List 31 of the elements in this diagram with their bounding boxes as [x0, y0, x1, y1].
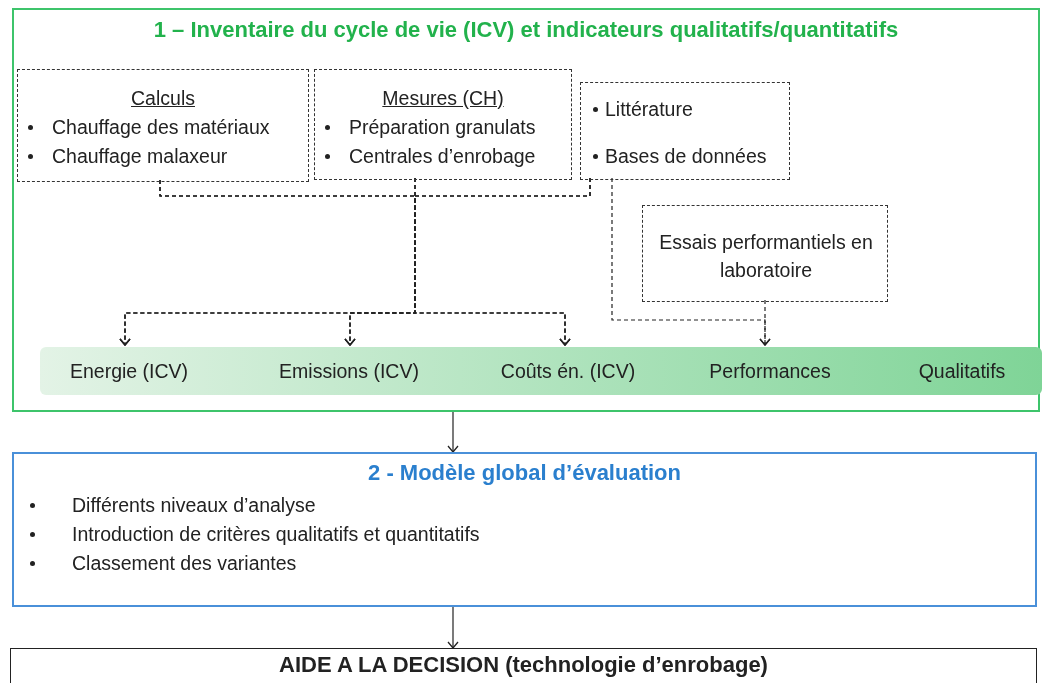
- section-title: 2 - Modèle global d’évaluation: [367, 462, 682, 484]
- indicator-label: Energie (ICV): [68, 360, 190, 382]
- arrow: [447, 411, 459, 453]
- bullet-item: Classement des variantes: [72, 552, 297, 574]
- bullet-item: Littérature: [605, 98, 693, 120]
- source-box: [314, 69, 572, 180]
- indicator-label: Emissions (ICV): [278, 360, 420, 382]
- bullet-item: Différents niveaux d’analyse: [72, 494, 316, 516]
- arrow: [759, 299, 771, 346]
- arrow: [447, 606, 459, 649]
- indicator-label: Qualitatifs: [917, 360, 1007, 382]
- source-box: [642, 205, 888, 302]
- bullet-item: Chauffage malaxeur: [52, 145, 228, 167]
- box-heading: Mesures (CH): [381, 87, 505, 109]
- source-box: [580, 82, 790, 180]
- bullet-item: Chauffage des matériaux: [52, 116, 270, 138]
- bullet-item: Préparation granulats: [349, 116, 536, 138]
- section-panel: [12, 8, 1040, 412]
- source-box: [17, 69, 309, 182]
- bullet-item: Introduction de critères qualitatifs et quantitatifs: [72, 523, 480, 545]
- model-panel: [12, 452, 1037, 607]
- section-title: 1 – Inventaire du cycle de vie (ICV) et indicateurs qualitatifs/quantitatifs: [152, 19, 900, 41]
- decision-box: [10, 648, 1037, 683]
- indicator-label: Coûts én. (ICV): [499, 360, 637, 382]
- box-heading: Calculs: [130, 87, 196, 109]
- indicator-band: [40, 347, 1042, 395]
- box-text: Essais performantiels en laboratoire: [658, 230, 874, 283]
- bullet-item: Centrales d’enrobage: [349, 145, 536, 167]
- bullet-item: Bases de données: [605, 145, 767, 167]
- decision-title: AIDE A LA DECISION (technologie d’enrobage): [278, 654, 769, 676]
- indicator-label: Performances: [708, 360, 832, 382]
